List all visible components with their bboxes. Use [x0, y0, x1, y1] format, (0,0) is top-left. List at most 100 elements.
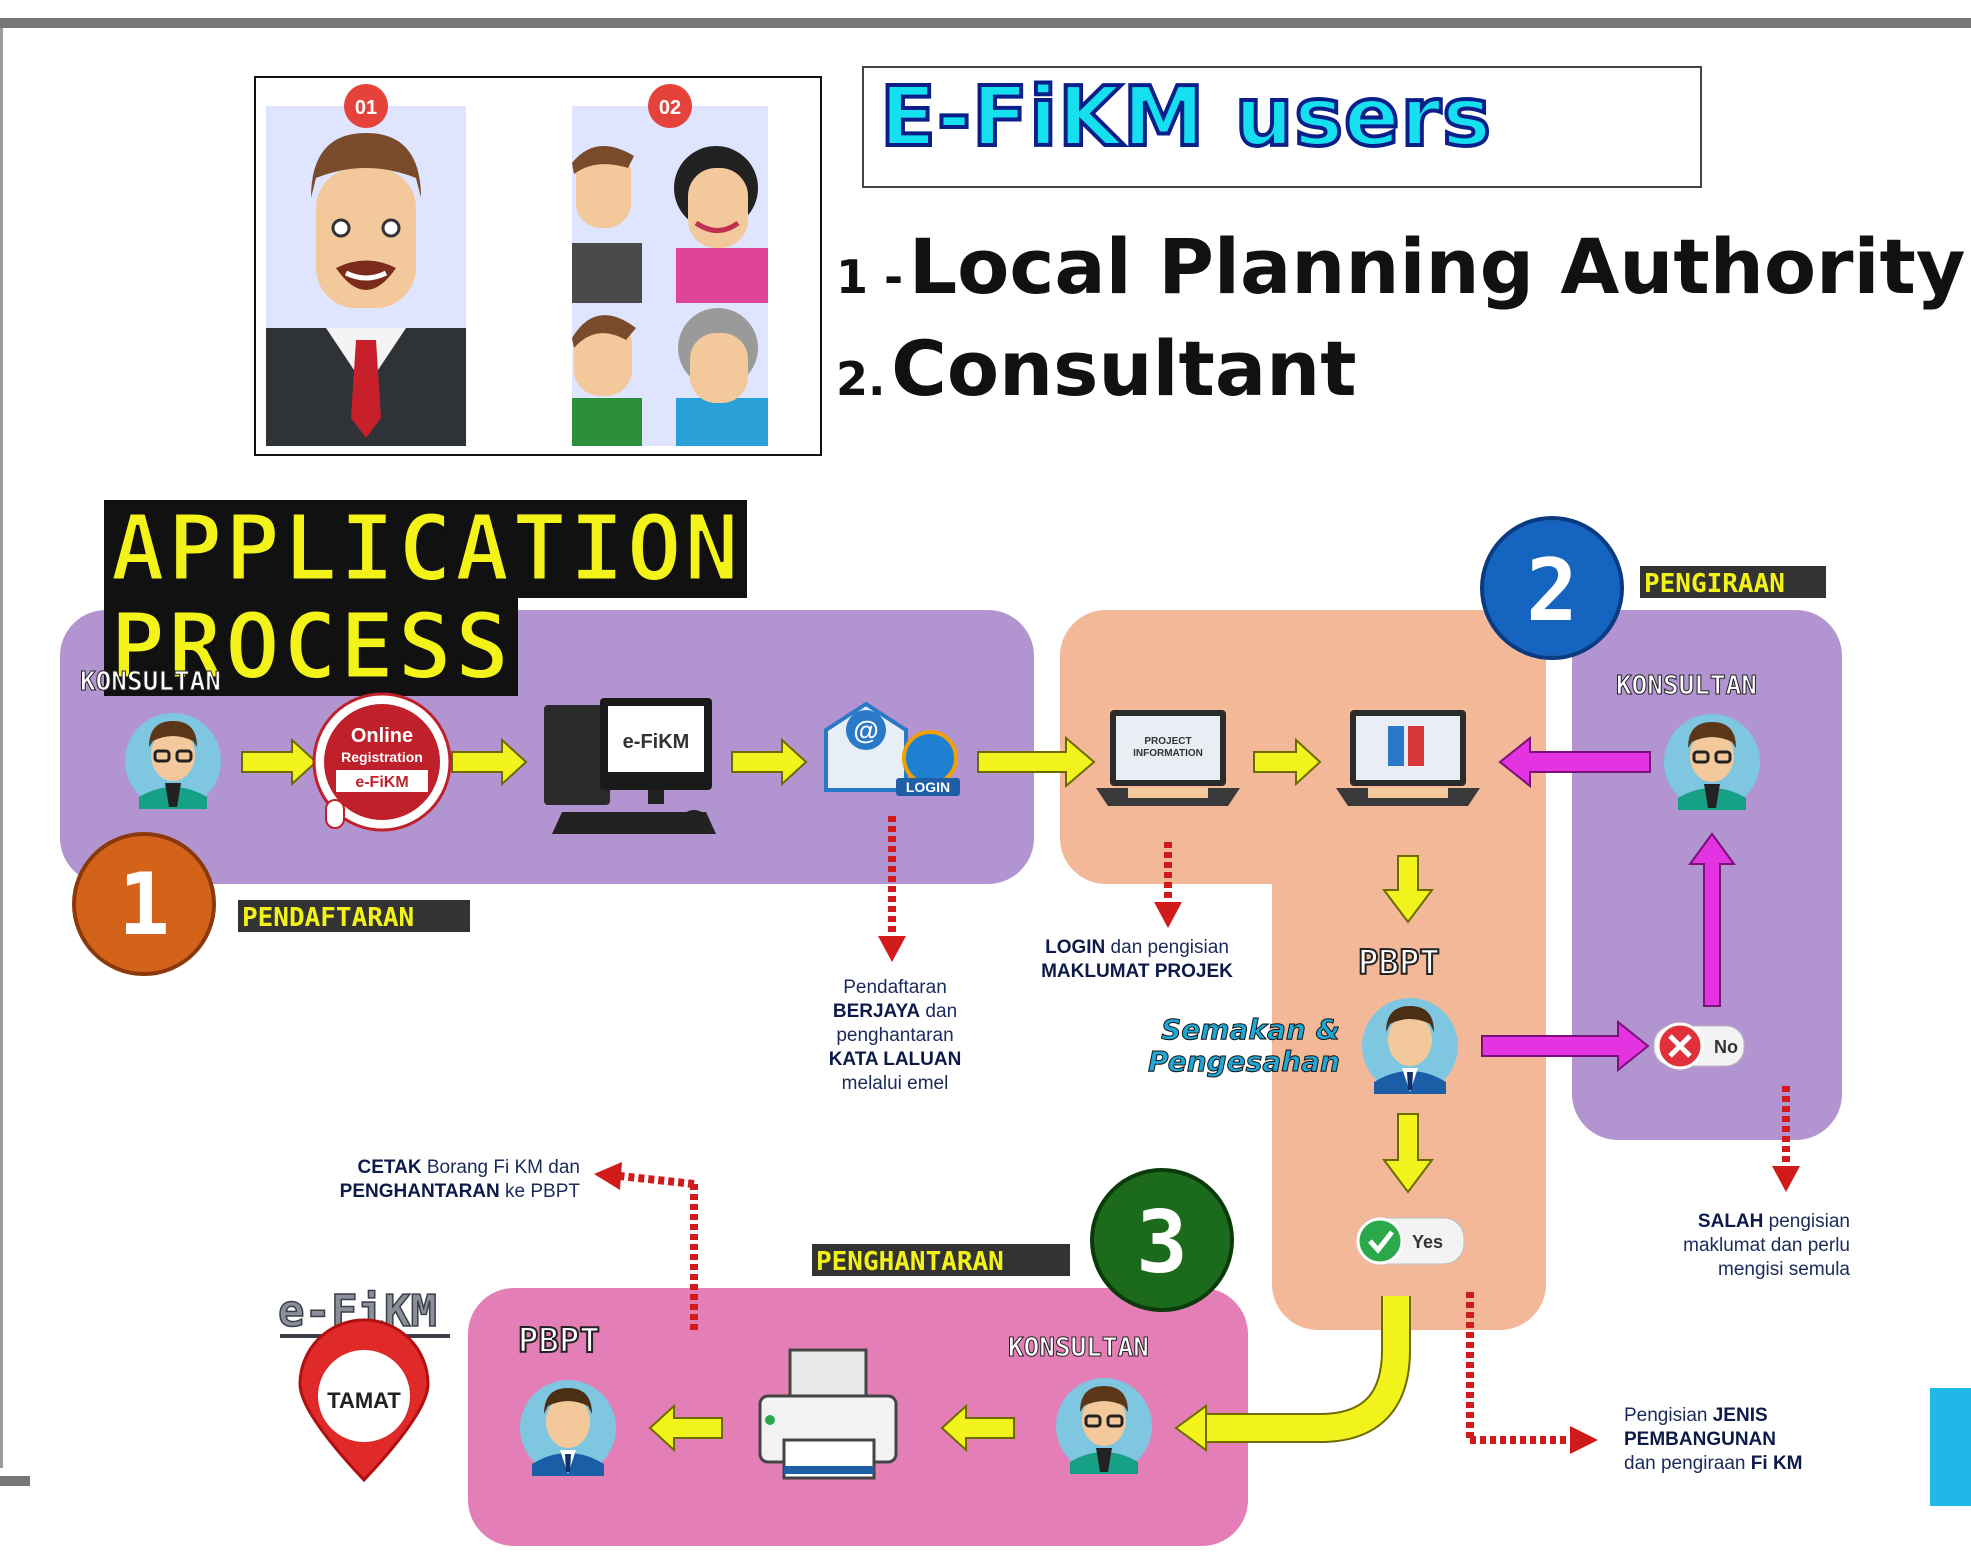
note-jenis-l3b: Fi KM — [1750, 1453, 1803, 1474]
arrow-consultant-to-printer — [940, 1403, 1015, 1453]
arrow-pbpt-to-yes — [1382, 1113, 1434, 1194]
note-salah-l1a: SALAH — [1697, 1211, 1764, 1232]
group-avatars — [572, 146, 768, 446]
note-pendaftaran-l2: BERJAYA — [832, 1001, 921, 1022]
online-reg-line2: Registration — [341, 749, 423, 765]
stage3-label-bg — [812, 1244, 1070, 1276]
stage2-badge-circle — [1480, 516, 1624, 660]
stage2-actor-label: KONSULTAN — [1616, 671, 1757, 701]
online-registration-icon: Online Registration e-FiKM — [312, 692, 452, 832]
stage2-pbpt-avatar — [1362, 998, 1458, 1094]
note-login-l1b: dan pengisian — [1105, 937, 1229, 958]
dotted-arrow-registration — [878, 816, 906, 962]
no-label: No — [1714, 1037, 1738, 1057]
stage3-actor-label: KONSULTAN — [1008, 1333, 1149, 1363]
stage1-arrows — [241, 735, 1322, 789]
stage1-consultant-avatar — [123, 711, 223, 811]
arrow-pbpt-to-no — [1481, 1019, 1650, 1073]
stage2-consultant-avatar — [1662, 712, 1762, 812]
note-cetak-l2a: PENGHANTARAN — [339, 1181, 500, 1202]
role-1: 1 - Local Planning Authority — [836, 222, 1965, 311]
stage2-down-arrows — [1382, 855, 1434, 1194]
project-info-line1: PROJECT — [1144, 736, 1191, 747]
desktop-computer-icon: e-FiKM — [544, 698, 716, 834]
left-edge-mark — [0, 1476, 30, 1486]
note-cetak-l2b: ke PBPT — [499, 1181, 580, 1202]
stage2-label: PENGIRAAN — [1644, 569, 1785, 599]
arrow-3 — [731, 737, 808, 787]
note-login-l1a: LOGIN — [1045, 937, 1106, 958]
process-title-line-1: APPLICATION — [104, 498, 748, 599]
top-border — [0, 18, 1971, 28]
semakan-line2: Pengesahan — [1147, 1045, 1340, 1078]
left-border — [0, 28, 3, 1468]
role-2: 2. Consultant — [836, 324, 1357, 413]
dotted-arrow-jenis — [1466, 1292, 1598, 1454]
printer-icon — [758, 1348, 898, 1480]
note-pendaftaran-l1: Pendaftaran — [843, 977, 947, 998]
title-box — [862, 66, 1702, 188]
role-2-number: 2. — [836, 352, 886, 406]
arrow-4 — [977, 735, 1096, 789]
process-title: APPLICATION PROCESS — [104, 498, 748, 697]
stage2-badge-number: 2 — [1526, 541, 1578, 641]
dotted-arrow-cetak — [594, 1162, 698, 1330]
stage3-consultant-avatar — [1054, 1376, 1154, 1476]
badge-01-text: 01 — [355, 97, 377, 119]
arrow-consultant-to-calc — [1498, 735, 1651, 789]
role-1-number: 1 - — [836, 250, 904, 304]
arrow-printer-to-pbpt — [648, 1403, 723, 1453]
stage2-pbpt-label: PBPT — [1358, 943, 1440, 983]
note-pendaftaran-l2b: dan — [920, 1001, 958, 1022]
right-edge-mark — [1930, 1388, 1971, 1506]
note-jenis-l1a: Pengisian — [1624, 1405, 1713, 1426]
project-info-laptop-icon: PROJECT INFORMATION — [1096, 710, 1240, 806]
yes-label: Yes — [1412, 1232, 1443, 1252]
arrow-no-to-consultant — [1688, 832, 1736, 1007]
note-pendaftaran-l3: penghantaran — [836, 1025, 954, 1046]
role-2-label: Consultant — [891, 324, 1357, 413]
users-illustration: 01 02 — [266, 84, 768, 446]
login-badge-text: LOGIN — [906, 779, 950, 795]
tamat-label: TAMAT — [327, 1388, 401, 1413]
project-info-line2: INFORMATION — [1133, 748, 1203, 759]
email-login-icon: @ LOGIN — [824, 701, 960, 796]
desktop-brand: e-FiKM — [623, 731, 690, 753]
stage1-actor-label: KONSULTAN — [80, 667, 221, 697]
dotted-arrow-login — [1154, 842, 1182, 928]
badge-01-circle — [344, 84, 388, 128]
stage3-badge-circle — [1090, 1168, 1234, 1312]
note-cetak-l1a: CETAK — [357, 1157, 422, 1178]
dotted-arrow-salah — [1772, 1086, 1800, 1192]
note-cetak: CETAK Borang Fi KM dan PENGHANTARAN ke P… — [294, 1156, 580, 1204]
note-salah: SALAH pengisian maklumat dan perlu mengi… — [1640, 1210, 1850, 1282]
arrow-5 — [1253, 737, 1322, 787]
online-reg-line1: Online — [351, 725, 413, 747]
stage1-badge-circle — [72, 832, 216, 976]
curved-arrow-yes-to-stage3 — [1204, 1296, 1409, 1441]
note-pendaftaran: Pendaftaran BERJAYA dan penghantaran KAT… — [800, 976, 990, 1096]
semakan-line1: Semakan & — [1161, 1013, 1341, 1046]
note-pendaftaran-l4: KATA LALUAN — [828, 1049, 962, 1070]
note-salah-l1b: pengisian — [1763, 1211, 1850, 1232]
stage1-badge-number: 1 — [118, 855, 170, 955]
process-title-line-2: PROCESS — [104, 596, 518, 697]
stage1-label: PENDAFTARAN — [242, 903, 414, 933]
stage3-arrows — [648, 1403, 1015, 1453]
calculator-laptop-icon — [1336, 710, 1480, 806]
users-illustration-panel: 01 02 — [254, 76, 822, 456]
stage3-pbpt-label: PBPT — [518, 1321, 600, 1361]
note-login-l2: MAKLUMAT PROJEK — [1041, 961, 1233, 982]
stage3-label: PENGHANTARAN — [816, 1247, 1004, 1277]
yes-check-icon — [1356, 1217, 1404, 1265]
note-login: LOGIN dan pengisian MAKLUMAT PROJEK — [1012, 936, 1262, 984]
page-title: E-FiKM users — [878, 68, 1493, 167]
stage1-label-bg — [238, 900, 470, 932]
note-jenis: Pengisian JENIS PEMBANGUNAN dan pengiraa… — [1624, 1404, 1864, 1476]
badge-02-text: 02 — [659, 97, 681, 119]
planning-officer-avatar — [266, 133, 466, 446]
stage3-badge-number: 3 — [1136, 1193, 1188, 1293]
note-cetak-l1b: Borang Fi KM dan — [421, 1157, 580, 1178]
online-reg-brand: e-FiKM — [355, 774, 408, 791]
